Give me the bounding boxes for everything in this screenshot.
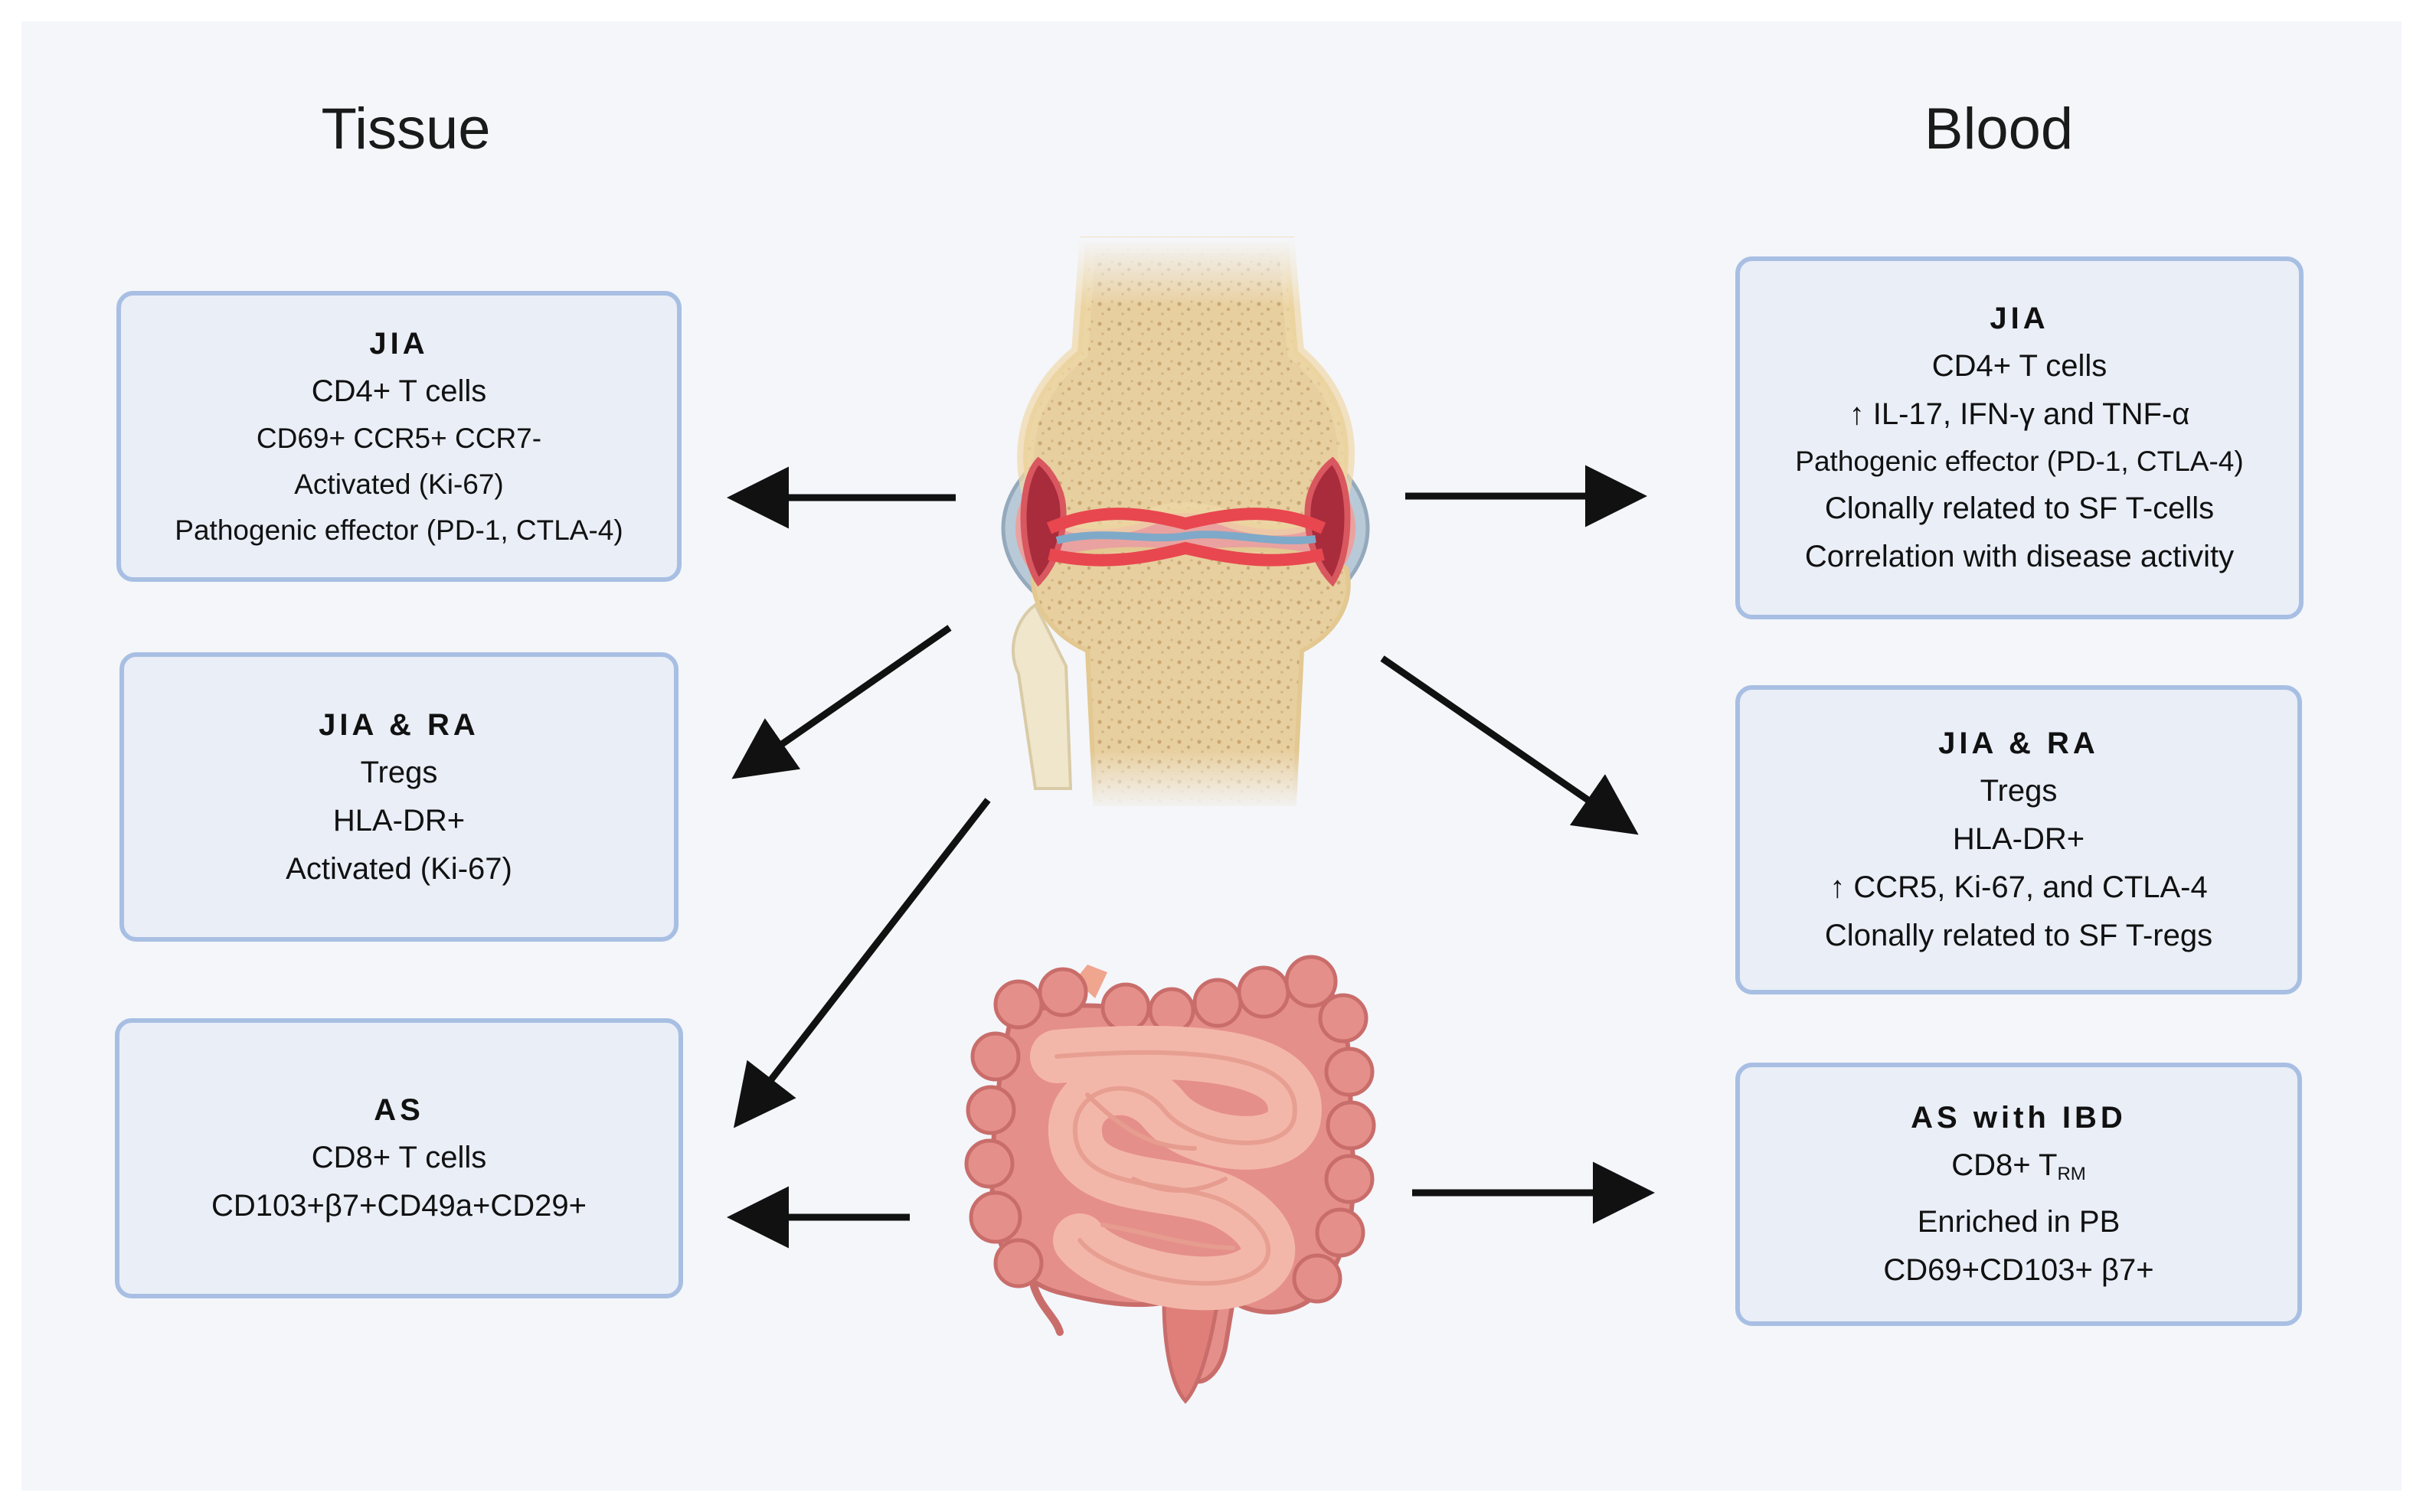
box-line: Clonally related to SF T-regs (1824, 919, 2213, 952)
tissue-heading: Tissue (321, 96, 491, 162)
box-line: HLA-DR+ (1952, 822, 2085, 856)
tissue-jia-ra-box: JIA & RA Tregs HLA-DR+ Activated (Ki-67) (119, 652, 679, 942)
box-line: Activated (Ki-67) (286, 851, 512, 886)
box-title: AS (374, 1093, 424, 1127)
box-line: CD8+ T cells (311, 1141, 487, 1174)
blood-as-ibd-box: AS with IBD CD8+ TRM Enriched in PB CD69… (1735, 1063, 2302, 1326)
blood-heading: Blood (1924, 96, 2074, 162)
box-line: Pathogenic effector (PD-1, CTLA-4) (175, 514, 623, 546)
box-line: CD69+CD103+ β7+ (1883, 1253, 2154, 1287)
box-line: ↑ CCR5, Ki-67, and CTLA-4 (1830, 870, 2208, 904)
arrows (727, 465, 1655, 1249)
box-title: JIA (369, 326, 429, 361)
box-line: CD69+ CCR5+ CCR7- (256, 422, 542, 454)
blood-jia-ra-box: JIA & RA Tregs HLA-DR+ ↑ CCR5, Ki-67, an… (1735, 685, 2302, 994)
arrow-to-blood-jia-ra (1380, 655, 1639, 835)
box-line: Pathogenic effector (PD-1, CTLA-4) (1795, 446, 2244, 477)
box-title: JIA & RA (1938, 727, 2099, 760)
box-line: ↑ IL-17, IFN-γ and TNF-α (1849, 397, 2190, 431)
box-title: JIA (1990, 302, 2049, 335)
arrow-to-tissue-as-from-joint (733, 798, 991, 1128)
box-line: CD4+ T cells (1931, 349, 2107, 383)
box-line: Tregs (1980, 774, 2058, 808)
intestine-icon (964, 955, 1376, 1404)
arrow-to-tissue-jia-ra (731, 625, 952, 779)
box-title: AS with IBD (1911, 1101, 2127, 1135)
box-line: Correlation with disease activity (1804, 540, 2235, 573)
box-line: CD4+ T cells (311, 374, 487, 408)
box-line: CD103+β7+CD49a+CD29+ (211, 1189, 587, 1223)
box-line: Enriched in PB (1917, 1205, 2121, 1239)
box-title: JIA & RA (319, 707, 479, 742)
box-line: Tregs (360, 755, 438, 789)
trm-prefix: CD8+ T (1951, 1148, 2058, 1182)
knee-joint-icon (1001, 237, 1370, 812)
tissue-jia-box: JIA CD4+ T cells CD69+ CCR5+ CCR7- Activ… (116, 291, 682, 582)
tissue-as-box: AS CD8+ T cells CD103+β7+CD49a+CD29+ (115, 1018, 683, 1298)
box-line-trm: CD8+ TRM (1951, 1141, 2086, 1198)
blood-jia-box: JIA CD4+ T cells ↑ IL-17, IFN-γ and TNF-… (1735, 256, 2304, 619)
trm-subscript: RM (2057, 1164, 2086, 1184)
box-line: Activated (Ki-67) (294, 468, 504, 500)
box-line: Clonally related to SF T-cells (1824, 491, 2215, 525)
box-line: HLA-DR+ (332, 803, 466, 838)
